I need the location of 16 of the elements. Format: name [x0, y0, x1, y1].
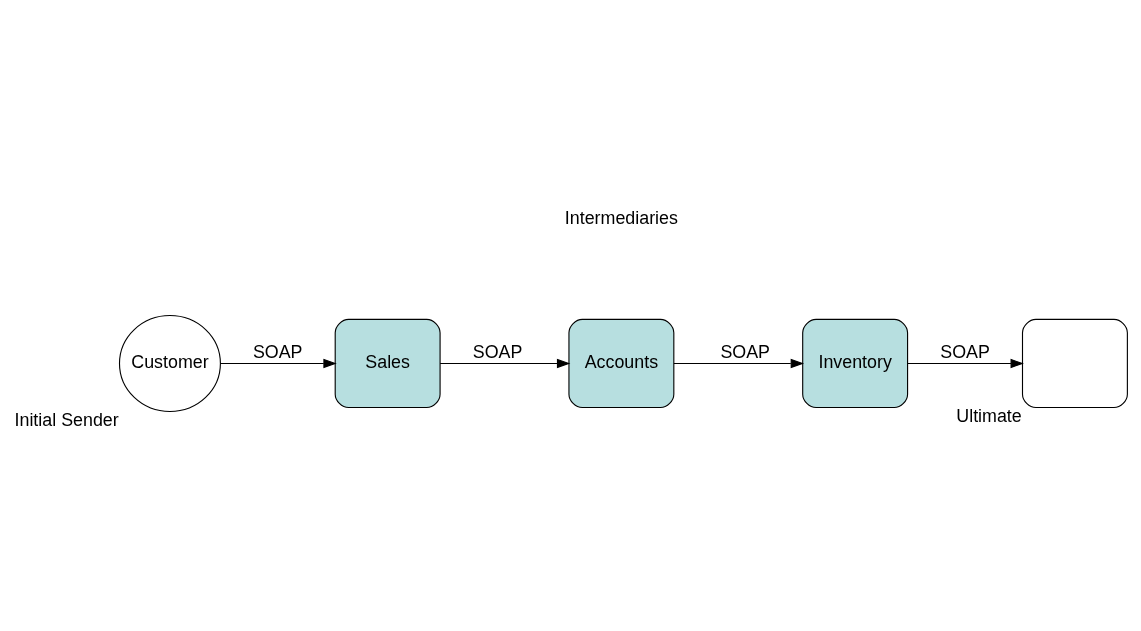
- edge-label: SOAP: [720, 341, 771, 362]
- node-box: Inventory: [802, 318, 909, 409]
- edge-label: SOAP: [940, 341, 990, 362]
- label: Intermediaries: [564, 207, 678, 228]
- node-circle: Customer: [118, 314, 221, 412]
- arrow: [907, 358, 1024, 369]
- edge-label: SOAP: [472, 341, 523, 362]
- node-label: Initial Sender: [14, 409, 119, 430]
- node-box: Sales: [334, 318, 441, 409]
- edge-label: SOAP: [252, 341, 303, 362]
- node-box: Accounts: [568, 318, 675, 409]
- arrow: [439, 358, 571, 369]
- node-label: Ultimate: [956, 405, 1022, 426]
- arrow: [673, 358, 805, 369]
- arrow: [219, 358, 337, 369]
- node-box: [1021, 318, 1128, 409]
